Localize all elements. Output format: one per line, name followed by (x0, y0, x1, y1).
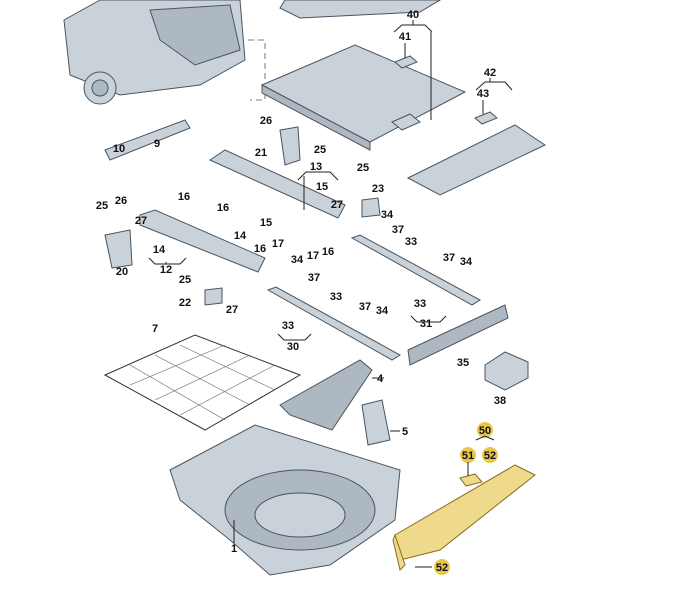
callout-12: 12 (160, 264, 172, 276)
callout-34: 34 (460, 256, 473, 268)
callout-51: 51 (462, 450, 474, 462)
callout-38: 38 (494, 395, 506, 407)
callout-20: 20 (116, 266, 128, 278)
callout-52: 52 (484, 450, 496, 462)
trim-rails (104, 119, 529, 391)
callout-17: 17 (272, 238, 284, 250)
callout-41: 41 (399, 31, 411, 43)
callout-14: 14 (153, 244, 166, 256)
callout-23: 23 (372, 183, 384, 195)
callout-15: 15 (260, 217, 272, 229)
callout-35: 35 (457, 357, 469, 369)
callout-1: 1 (231, 543, 237, 555)
callout-16: 16 (322, 246, 334, 258)
callout-9: 9 (154, 138, 160, 150)
callout-40: 40 (407, 9, 419, 21)
callout-27: 27 (226, 304, 238, 316)
callout-34: 34 (381, 209, 394, 221)
side-trim-panels (279, 359, 391, 446)
callout-34: 34 (376, 305, 389, 317)
callout-37: 37 (443, 252, 455, 264)
callout-4: 4 (377, 373, 384, 385)
callout-labels: 40 41 42 43 26 21 25 10 9 13 15 25 23 16… (96, 9, 506, 575)
callout-37: 37 (308, 272, 320, 284)
callout-33: 33 (414, 298, 426, 310)
callout-52: 52 (436, 562, 448, 574)
leader-lines (148, 20, 513, 568)
callout-7: 7 (152, 323, 158, 335)
callout-25: 25 (314, 144, 326, 156)
callout-15: 15 (316, 181, 328, 193)
callout-25: 25 (96, 200, 108, 212)
callout-33: 33 (330, 291, 342, 303)
callout-26: 26 (115, 195, 127, 207)
floor-pan (169, 424, 401, 576)
callout-37: 37 (359, 301, 371, 313)
vehicle-illustration (63, 0, 266, 105)
callout-22: 22 (179, 297, 191, 309)
callout-16: 16 (217, 202, 229, 214)
callout-16: 16 (254, 243, 266, 255)
callout-14: 14 (234, 230, 247, 242)
callout-5: 5 (402, 426, 408, 438)
callout-43: 43 (477, 88, 489, 100)
callout-33: 33 (282, 320, 294, 332)
callout-16: 16 (178, 191, 190, 203)
callout-10: 10 (113, 143, 125, 155)
callout-26: 26 (260, 115, 272, 127)
callout-21: 21 (255, 147, 267, 159)
callout-37: 37 (392, 224, 404, 236)
callout-27: 27 (135, 215, 147, 227)
callout-50: 50 (479, 425, 491, 437)
callout-33: 33 (405, 236, 417, 248)
callout-31: 31 (420, 318, 432, 330)
callout-27: 27 (331, 199, 343, 211)
callout-25: 25 (357, 162, 369, 174)
callout-42: 42 (484, 67, 496, 79)
cargo-net (103, 334, 302, 431)
luggage-floor-panels (260, 0, 547, 196)
callout-25: 25 (179, 274, 191, 286)
callout-13: 13 (310, 161, 322, 173)
callout-17: 17 (307, 250, 319, 262)
callout-34: 34 (291, 254, 304, 266)
loading-sill-cover (392, 464, 536, 571)
callout-30: 30 (287, 341, 299, 353)
